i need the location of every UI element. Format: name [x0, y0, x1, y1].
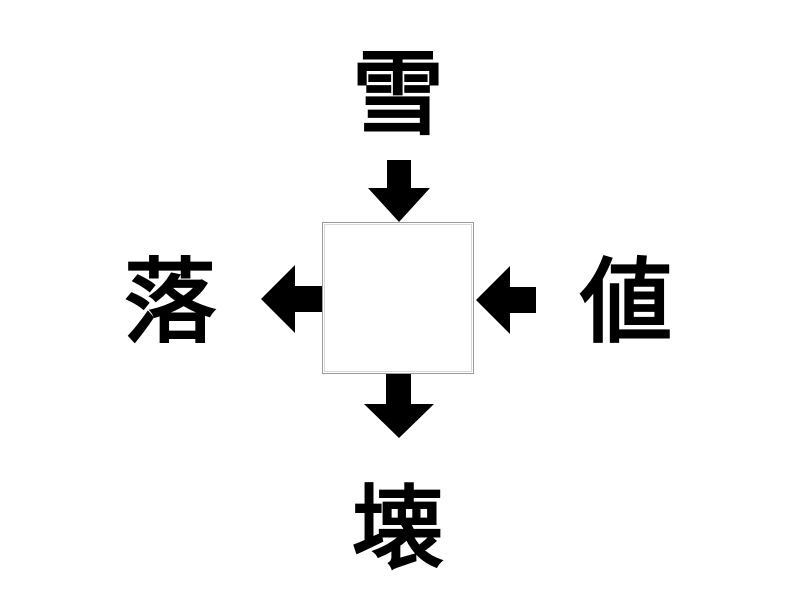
arrow-left-icon: [261, 265, 322, 333]
arrow-down-bottom-icon: [364, 374, 434, 438]
kanji-top: 雪: [351, 41, 444, 148]
kanji-bottom: 壊: [351, 475, 444, 582]
kanji-left: 落: [123, 249, 216, 356]
kanji-right: 値: [579, 249, 672, 356]
answer-box[interactable]: [322, 222, 474, 374]
arrow-down-top-icon: [368, 160, 430, 222]
arrow-left-right-side-icon: [476, 266, 536, 334]
